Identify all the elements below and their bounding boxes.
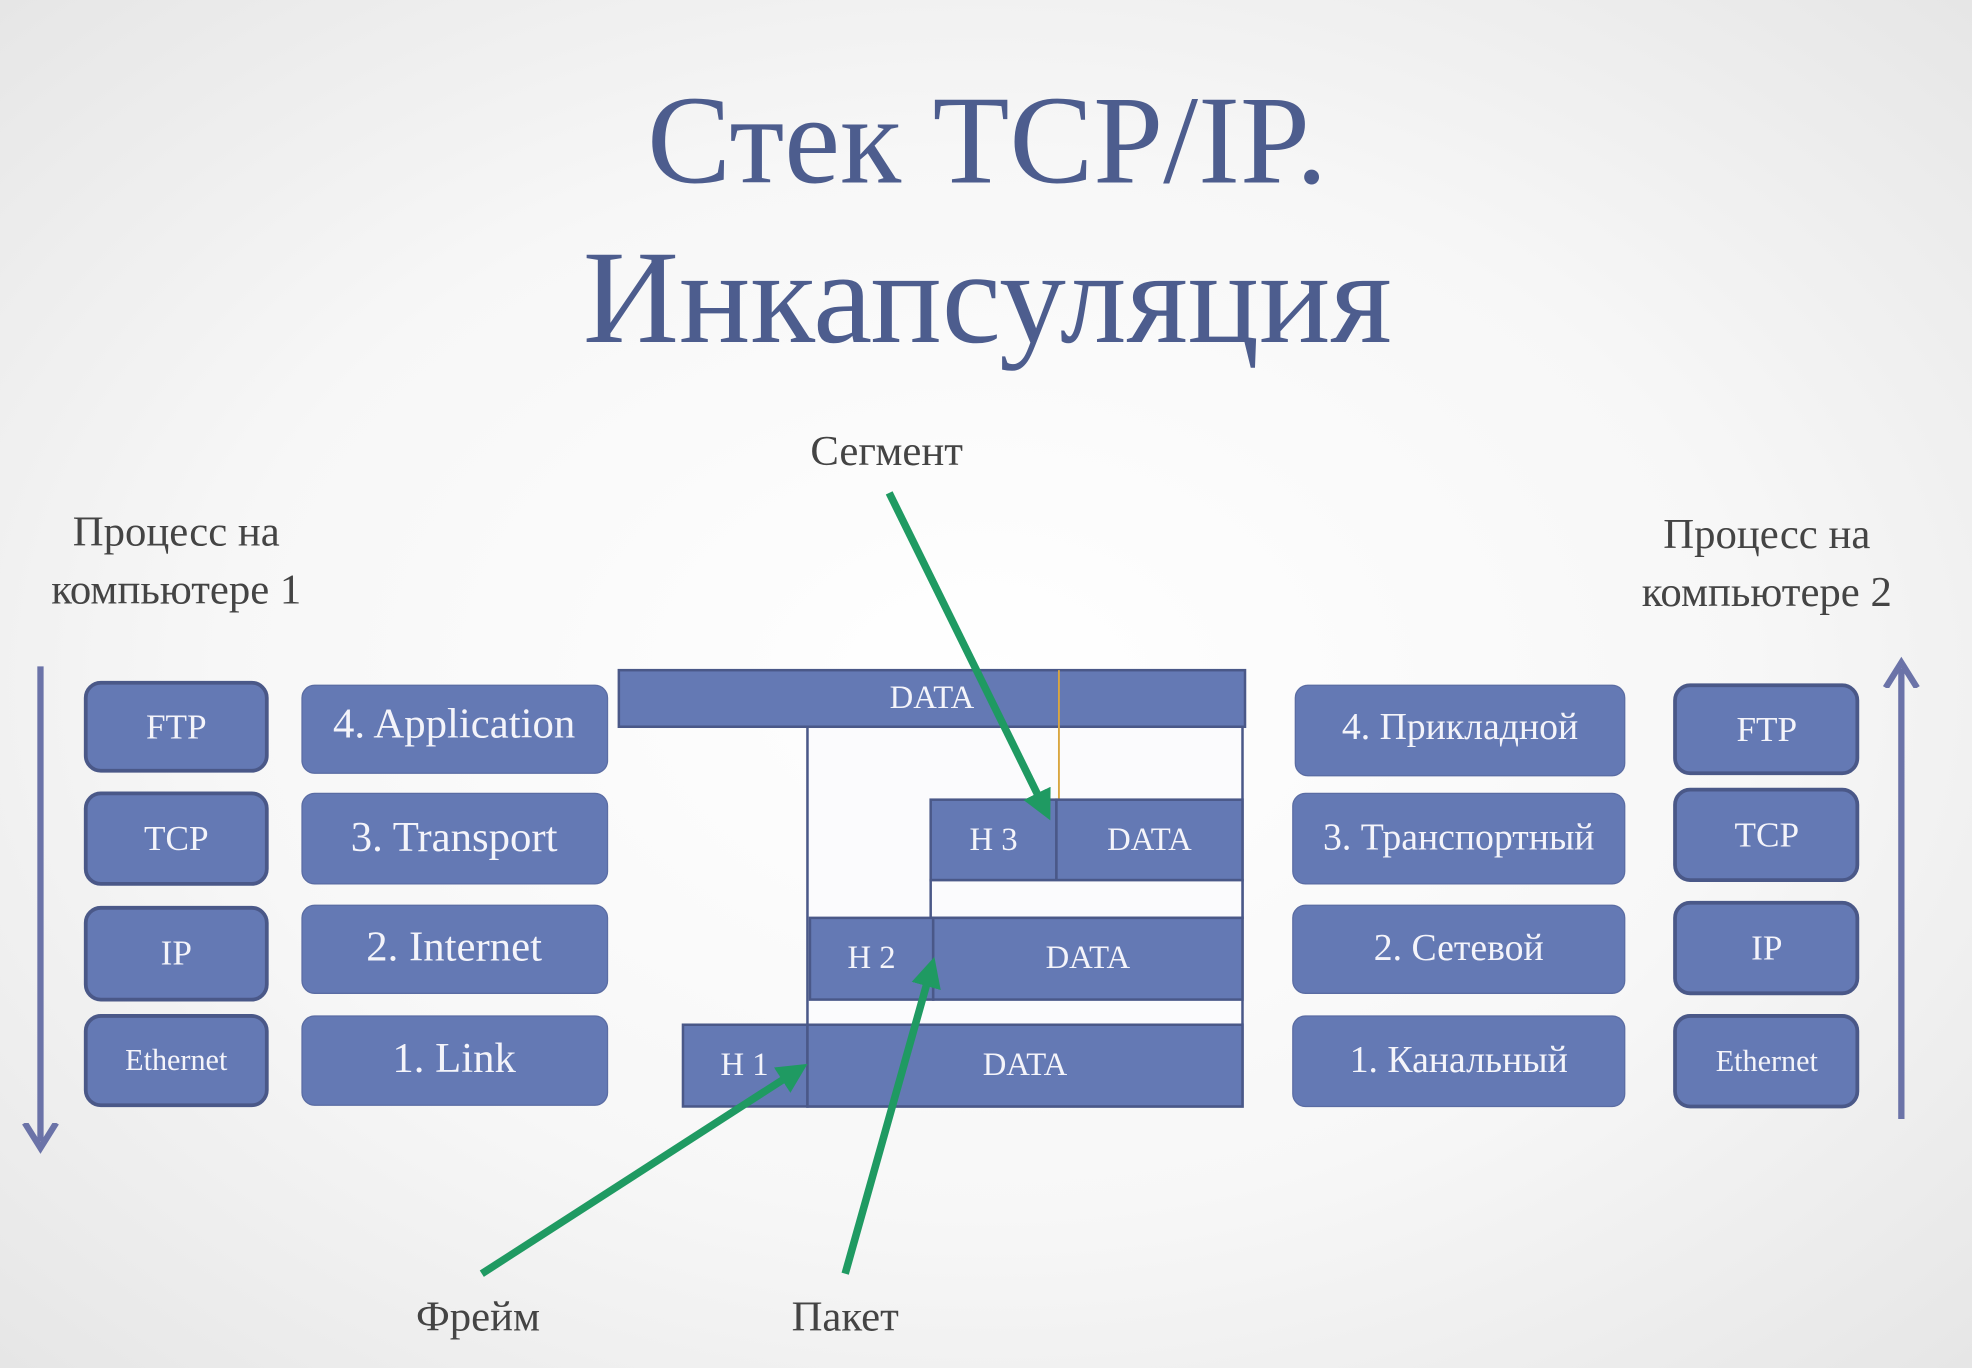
- left-process-line-2: компьютере 1: [51, 567, 301, 614]
- h3-label: H 3: [969, 822, 1017, 858]
- left-protocol-ethernet: Ethernet: [125, 1043, 228, 1077]
- left-protocol-column: FTP TCP IP Ethernet: [83, 680, 269, 1108]
- left-process-line-1: Процесс на: [73, 509, 280, 556]
- packet-data-label: DATA: [1046, 940, 1131, 976]
- packet-data-block: [931, 916, 1244, 1001]
- application-data-block: [617, 668, 1247, 729]
- right-process-line-2: компьютере 2: [1642, 569, 1892, 616]
- packet-arrow-icon: [841, 956, 941, 1275]
- application-data-label: DATA: [890, 680, 975, 716]
- right-process-line-1: Процесс на: [1663, 511, 1870, 558]
- layer-transport: 3. Transport: [351, 814, 558, 861]
- right-protocol-ip: IP: [1751, 929, 1782, 968]
- packet-label: Пакет: [792, 1293, 900, 1340]
- frame-arrow-icon: [479, 1063, 808, 1277]
- right-protocol-ethernet: Ethernet: [1716, 1044, 1819, 1078]
- right-layer-column: 4. Прикладной 3. Транспортный 2. Сетевой…: [1292, 684, 1626, 1108]
- frame-data-block: [806, 1023, 1244, 1108]
- segment-data-label: DATA: [1107, 822, 1192, 858]
- title-line-2: Инкапсуляция: [583, 223, 1392, 371]
- layer-internet: 2. Internet: [366, 923, 542, 970]
- encapsulation-diagram: DATA H 3 DATA H 2 DATA H 1 DATA: [617, 668, 1247, 1108]
- segment-label: Сегмент: [810, 428, 963, 475]
- frame-data-label: DATA: [983, 1047, 1068, 1083]
- left-layer-column: 4. Application 3. Transport 2. Internet …: [301, 684, 609, 1106]
- left-protocol-ip: IP: [161, 934, 192, 973]
- layer-setevoy: 2. Сетевой: [1374, 927, 1544, 969]
- left-protocol-tcp: TCP: [144, 819, 209, 858]
- h2-label: H 2: [848, 940, 896, 976]
- title-line-1: Стек TCP/IP.: [647, 71, 1327, 210]
- segment-arrow-icon: [885, 491, 1051, 821]
- right-protocol-column: FTP TCP IP Ethernet: [1673, 683, 1860, 1109]
- layer-kanalny: 1. Канальный: [1350, 1039, 1568, 1081]
- layer-prikladnoy: 4. Прикладной: [1342, 706, 1578, 748]
- segment-data-block: [1055, 798, 1244, 882]
- h1-label: H 1: [721, 1047, 769, 1083]
- right-protocol-ftp: FTP: [1736, 710, 1797, 749]
- right-protocol-tcp: TCP: [1735, 815, 1800, 854]
- left-protocol-ftp: FTP: [146, 707, 207, 746]
- frame-label: Фрейм: [416, 1293, 540, 1340]
- layer-link: 1. Link: [392, 1035, 516, 1082]
- layer-application: 4. Application: [333, 701, 575, 748]
- layer-transportny: 3. Транспортный: [1323, 816, 1594, 858]
